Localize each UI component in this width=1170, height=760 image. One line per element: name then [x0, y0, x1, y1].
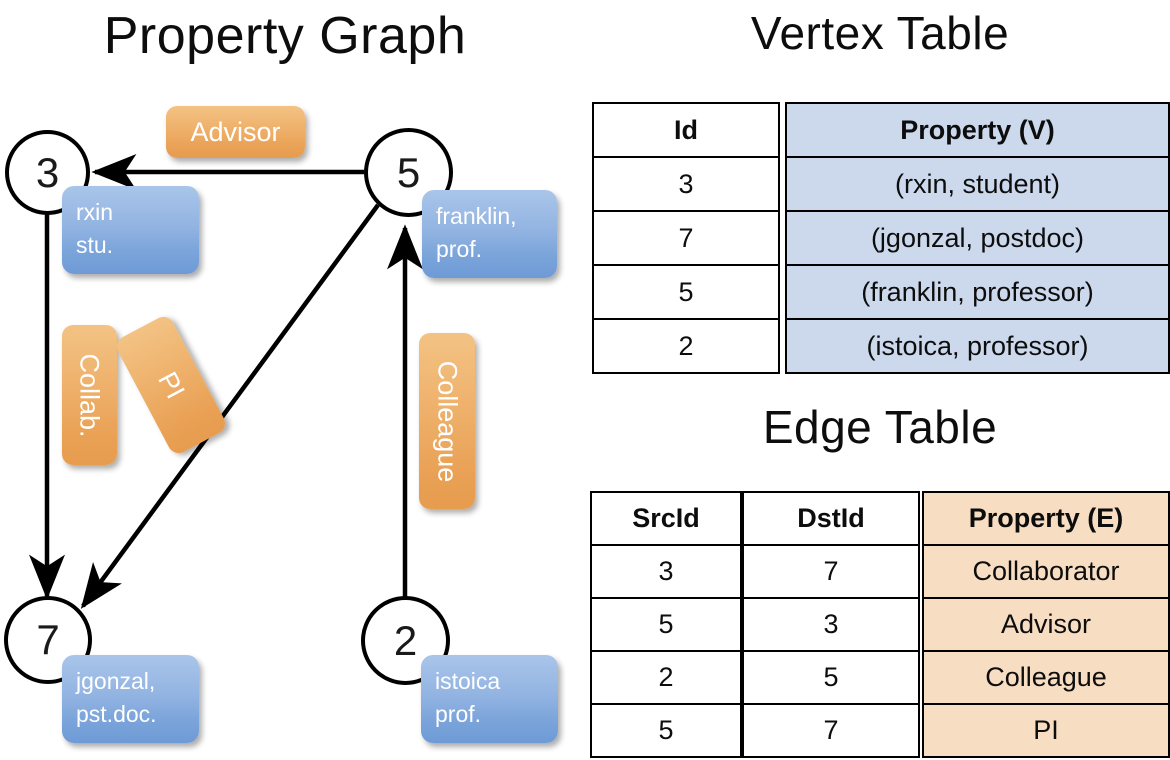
- edge-table-cell-dstid: 5: [742, 650, 920, 705]
- vertex-property-box-7-line2: pst.doc.: [76, 701, 157, 728]
- vertex-property-box-3-line2: stu.: [76, 232, 114, 259]
- edge-arrow-5-to-7: [80, 203, 380, 609]
- edge-label-advisor: Advisor: [166, 106, 305, 158]
- vertex-table-cell-id: 3: [592, 156, 780, 212]
- edge-label-advisor-text: Advisor: [190, 116, 281, 147]
- edge-label-collab: Collab.: [62, 325, 117, 465]
- edge-table-cell-property: PI: [922, 703, 1170, 758]
- edge-table-cell-srcid: 3: [590, 544, 742, 599]
- edge-table-cell-property: Collaborator: [922, 544, 1170, 599]
- vertex-table-cell-id: 2: [592, 318, 780, 374]
- edge-table-cell-srcid: 2: [590, 650, 742, 705]
- edge-table-cell-dstid: 7: [742, 544, 920, 599]
- graph-node-5-label: 5: [396, 148, 421, 196]
- vertex-property-box-2-line1: istoica: [435, 668, 501, 694]
- edge-table-cell-dstid: 3: [742, 597, 920, 652]
- vertex-table-cell-property: (rxin, student): [785, 156, 1170, 212]
- edge-table-dstid-column: DstId 7 3 5 7: [742, 491, 920, 758]
- graph-node-2[interactable]: 2: [361, 596, 450, 685]
- table-row[interactable]: 5: [592, 264, 780, 320]
- graph-node-2-label: 2: [393, 616, 418, 664]
- vertex-property-box-3-line1: rxin: [76, 199, 114, 225]
- edge-table-cell-property: Colleague: [922, 650, 1170, 705]
- table-row[interactable]: 5: [742, 650, 920, 705]
- table-row[interactable]: 5: [590, 703, 742, 758]
- vertex-property-box-7-line1: jgonzal,: [76, 668, 156, 694]
- table-row[interactable]: Colleague: [922, 650, 1170, 705]
- table-row[interactable]: 3: [592, 156, 780, 212]
- vertex-property-box-2: istoica prof.: [421, 655, 558, 743]
- vertex-property-box-3: rxin stu.: [62, 186, 199, 274]
- graph-node-5[interactable]: 5: [364, 128, 453, 217]
- graph-node-3-label: 3: [35, 148, 60, 196]
- table-header-row: DstId: [742, 491, 920, 546]
- edge-table-cell-property: Advisor: [922, 597, 1170, 652]
- page-title-property-graph: Property Graph: [103, 7, 467, 65]
- table-row[interactable]: 5: [590, 597, 742, 652]
- edge-table-cell-dstid: 7: [742, 703, 920, 758]
- graph-edges-layer: [29, 154, 423, 609]
- table-row[interactable]: (rxin, student): [785, 156, 1170, 212]
- edge-table-srcid-column: SrcId 3 5 2 5: [590, 491, 742, 758]
- vertex-table-cell-property: (istoica, professor): [785, 318, 1170, 374]
- graph-node-7-label: 7: [36, 616, 60, 663]
- vertex-table-cell-id: 5: [592, 264, 780, 320]
- table-row[interactable]: Advisor: [922, 597, 1170, 652]
- edge-table-header-srcid: SrcId: [590, 491, 742, 546]
- table-header-row: SrcId: [590, 491, 742, 546]
- table-row[interactable]: (jgonzal, postdoc): [785, 210, 1170, 266]
- table-row[interactable]: 2: [592, 318, 780, 374]
- edge-label-pi-text: PI: [152, 366, 191, 404]
- table-row[interactable]: Collaborator: [922, 544, 1170, 599]
- vertex-property-box-5: franklin, prof.: [422, 190, 557, 278]
- vertex-table-cell-id: 7: [592, 210, 780, 266]
- table-row[interactable]: 2: [590, 650, 742, 705]
- edge-table-property-column: Property (E) Collaborator Advisor Collea…: [922, 491, 1170, 758]
- edge-label-colleague: Colleague: [419, 333, 475, 509]
- section-title-edge-table: Edge Table: [762, 401, 998, 453]
- vertex-table-property-column: Property (V) (rxin, student) (jgonzal, p…: [785, 102, 1170, 374]
- edge-table-header-dstid: DstId: [742, 491, 920, 546]
- edge-label-collab-text: Collab.: [75, 352, 106, 438]
- table-row[interactable]: 7: [742, 544, 920, 599]
- table-row[interactable]: 3: [742, 597, 920, 652]
- vertex-table-cell-property: (jgonzal, postdoc): [785, 210, 1170, 266]
- table-row[interactable]: 7: [742, 703, 920, 758]
- table-header-row: Property (V): [785, 102, 1170, 158]
- vertex-table-id-column: Id 3 7 5 2: [592, 102, 780, 374]
- table-row[interactable]: 3: [590, 544, 742, 599]
- edge-table-cell-srcid: 5: [590, 703, 742, 758]
- edge-table-cell-srcid: 5: [590, 597, 742, 652]
- edge-label-colleague-text: Colleague: [432, 360, 463, 482]
- table-row[interactable]: PI: [922, 703, 1170, 758]
- vertex-property-box-2-line2: prof.: [435, 701, 482, 728]
- property-graph-diagram: 3 5 7 2 rxin stu. franklin, prof. jgonza…: [4, 106, 558, 743]
- table-row[interactable]: (istoica, professor): [785, 318, 1170, 374]
- vertex-property-box-5-line1: franklin,: [436, 203, 517, 229]
- vertex-table-cell-property: (franklin, professor): [785, 264, 1170, 320]
- edge-table-header-property: Property (E): [922, 491, 1170, 546]
- vertex-table-header-property: Property (V): [785, 102, 1170, 158]
- table-row[interactable]: 7: [592, 210, 780, 266]
- section-title-vertex-table: Vertex Table: [750, 7, 1010, 59]
- vertex-property-box-7: jgonzal, pst.doc.: [62, 655, 199, 743]
- table-header-row: Id: [592, 102, 780, 158]
- vertex-table-header-id: Id: [592, 102, 780, 158]
- vertex-property-box-5-line2: prof.: [436, 236, 483, 263]
- table-header-row: Property (E): [922, 491, 1170, 546]
- table-row[interactable]: (franklin, professor): [785, 264, 1170, 320]
